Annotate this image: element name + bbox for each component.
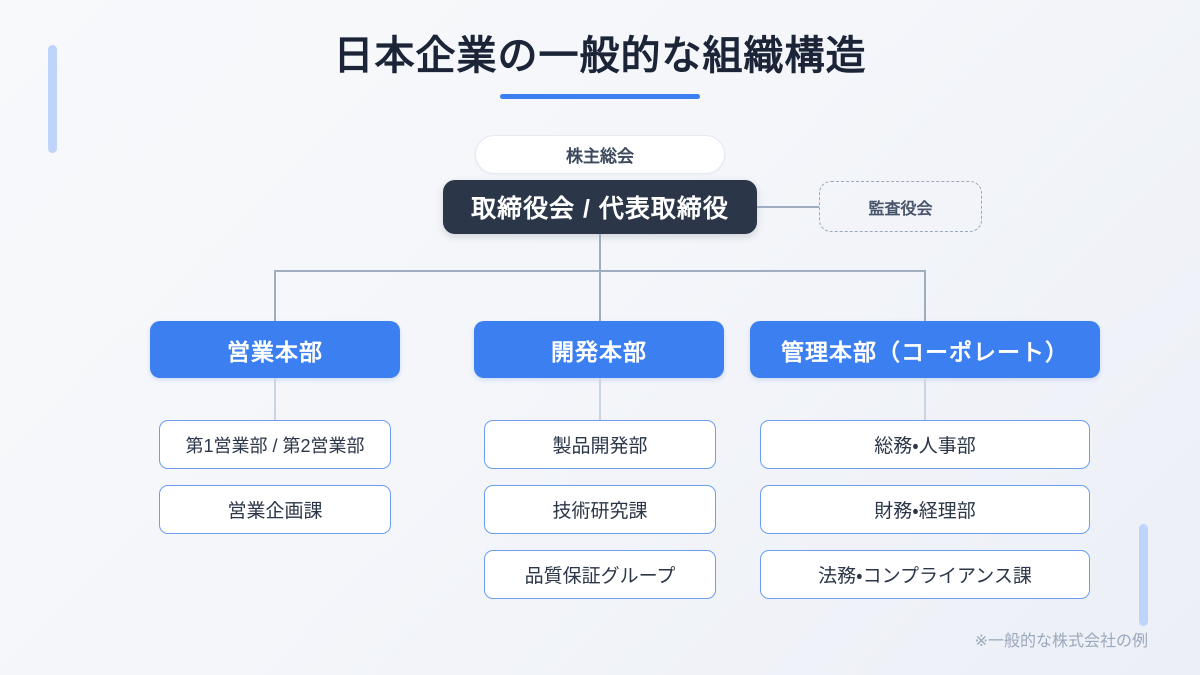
- node-unit-sales-2[interactable]: 営業企画課: [159, 485, 391, 534]
- node-division-sales-label: 営業本部: [227, 338, 323, 365]
- connector-board-to-auditors: [757, 206, 819, 208]
- node-unit-sales-1-label: 第1営業部 / 第2営業部: [185, 435, 365, 456]
- node-shareholders-meeting-label: 株主総会: [566, 147, 634, 166]
- node-unit-development-3[interactable]: 品質保証グループ: [484, 550, 716, 599]
- decorative-accent-bar-right: [1139, 524, 1148, 626]
- node-unit-sales-1[interactable]: 第1営業部 / 第2営業部: [159, 420, 391, 469]
- node-unit-corporate-3-label: 法務・コンプライアンス課: [818, 566, 1032, 587]
- node-unit-corporate-2-label: 財務・経理部: [874, 501, 976, 522]
- title-underline-accent: [500, 94, 700, 99]
- node-division-development-label: 開発本部: [551, 338, 647, 365]
- node-division-corporate[interactable]: 管理本部（コーポレート）: [750, 321, 1100, 378]
- node-board-of-auditors-label: 監査役会: [868, 200, 933, 218]
- node-unit-development-1-label: 製品開発部: [552, 436, 648, 457]
- node-board-of-directors-label: 取締役会 / 代表取締役: [471, 195, 729, 223]
- decorative-accent-bar-left: [48, 45, 57, 153]
- node-board-of-auditors[interactable]: 監査役会: [819, 181, 982, 232]
- node-division-development[interactable]: 開発本部: [474, 321, 724, 378]
- node-board-of-directors[interactable]: 取締役会 / 代表取締役: [443, 180, 757, 234]
- connector-drop-corporate: [924, 270, 926, 321]
- node-unit-corporate-1[interactable]: 総務・人事部: [760, 420, 1090, 469]
- node-division-sales[interactable]: 営業本部: [150, 321, 400, 378]
- node-unit-corporate-2[interactable]: 財務・経理部: [760, 485, 1090, 534]
- page-title: 日本企業の一般的な組織構造: [333, 34, 867, 78]
- node-unit-development-1[interactable]: 製品開発部: [484, 420, 716, 469]
- connector-drop-sales: [274, 270, 276, 321]
- connector-development-to-units: [599, 378, 602, 420]
- connector-board-trunk: [599, 234, 601, 271]
- footnote-text: ※一般的な株式会社の例: [974, 633, 1148, 650]
- connector-corporate-to-units: [924, 378, 927, 420]
- node-unit-development-2[interactable]: 技術研究課: [484, 485, 716, 534]
- node-unit-development-3-label: 品質保証グループ: [524, 566, 676, 587]
- node-unit-development-2-label: 技術研究課: [552, 501, 648, 522]
- connector-sales-to-units: [274, 378, 277, 420]
- node-unit-sales-2-label: 営業企画課: [227, 501, 323, 522]
- node-shareholders-meeting[interactable]: 株主総会: [475, 135, 725, 174]
- node-unit-corporate-1-label: 総務・人事部: [874, 436, 976, 457]
- connector-drop-development: [599, 270, 601, 321]
- node-unit-corporate-3[interactable]: 法務・コンプライアンス課: [760, 550, 1090, 599]
- page-header: 日本企業の一般的な組織構造: [0, 32, 1200, 99]
- node-division-corporate-label: 管理本部（コーポレート）: [781, 338, 1069, 365]
